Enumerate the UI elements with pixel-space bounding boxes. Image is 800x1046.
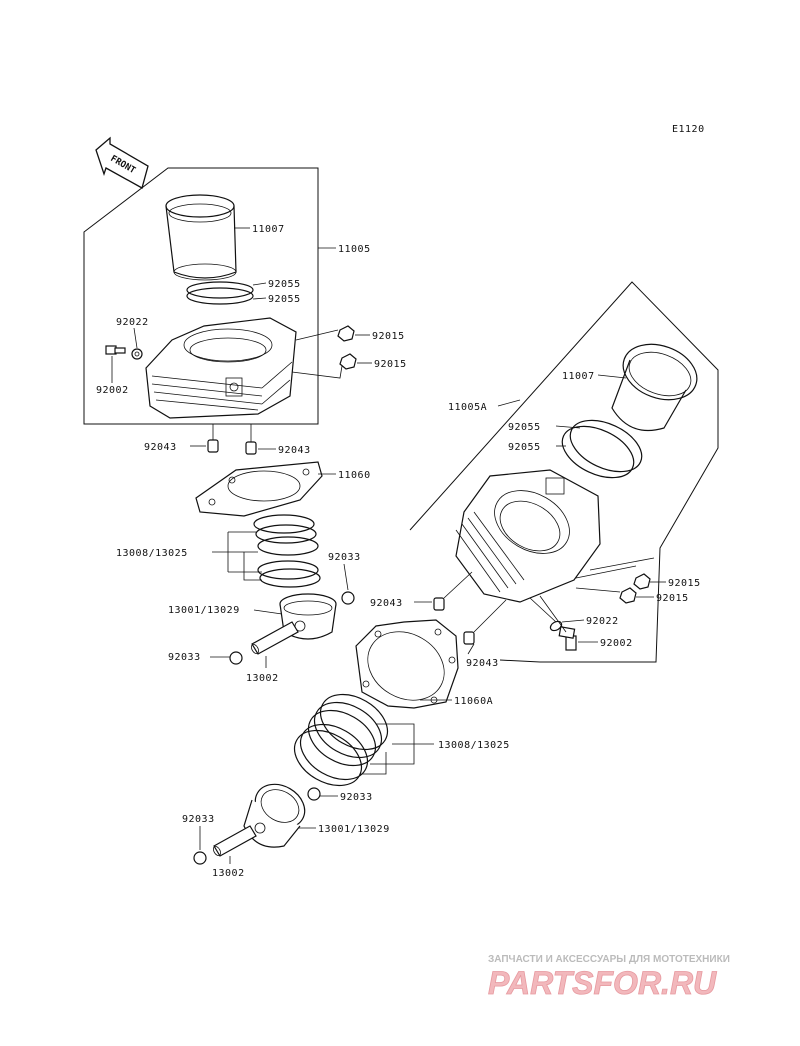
label-11060: 11060 (338, 470, 371, 481)
cylinder-sleeve-left (165, 194, 237, 281)
label-92015-d: 92015 (656, 593, 689, 604)
base-gasket-right (355, 619, 459, 709)
label-13002-a: 13002 (246, 673, 279, 684)
label-92043-c: 92043 (370, 598, 403, 609)
cylinder-assembly-frame-left (83, 167, 319, 425)
label-92015-c: 92015 (668, 578, 701, 589)
label-92022-a: 92022 (116, 317, 149, 328)
piston-right (243, 783, 306, 848)
label-92015-a: 92015 (372, 331, 405, 342)
dowel-right-1 (433, 597, 445, 611)
label-92002-a: 92002 (96, 385, 129, 396)
label-11060a: 11060A (454, 696, 493, 707)
cylinder-block-right (455, 469, 601, 603)
circlip-left-2 (229, 651, 243, 665)
front-arrow-icon: FRONT (95, 136, 149, 189)
label-92015-b: 92015 (374, 359, 407, 370)
bolt-right (558, 626, 577, 651)
label-92033-a: 92033 (328, 552, 361, 563)
circlip-right-2 (193, 851, 207, 865)
cylinder-assembly-frame-right (409, 281, 719, 663)
watermark-tagline: ЗАПЧАСТИ И АКСЕССУАРЫ ДЛЯ МОТОТЕХНИКИ (488, 954, 730, 965)
label-11007-left: 11007 (252, 224, 285, 235)
nut-left-2 (339, 353, 357, 370)
label-92022-b: 92022 (586, 616, 619, 627)
label-13001-a: 13001/13029 (168, 605, 240, 616)
o-ring-left-2 (186, 287, 254, 305)
piston-pin-right (212, 825, 257, 857)
dowel-right-2 (463, 631, 475, 645)
dowel-left-2 (245, 441, 257, 455)
label-92043-d: 92043 (466, 658, 499, 669)
washer-right (549, 620, 563, 632)
watermark-logo: PARTSFOR.RU (488, 965, 717, 1001)
cylinder-sleeve-right (611, 343, 698, 432)
nut-left-1 (337, 325, 355, 342)
label-13002-b: 13002 (212, 868, 245, 879)
label-11005a: 11005A (448, 402, 487, 413)
nut-right-1 (633, 573, 651, 590)
dowel-left-1 (207, 439, 219, 453)
label-92043-a: 92043 (144, 442, 177, 453)
label-92033-b: 92033 (168, 652, 201, 663)
label-92055-b: 92055 (268, 294, 301, 305)
label-92055-d: 92055 (508, 442, 541, 453)
label-92033-c: 92033 (340, 792, 373, 803)
nut-right-2 (619, 587, 637, 604)
label-11005: 11005 (338, 244, 371, 255)
circlip-right-1 (307, 787, 321, 801)
o-ring-left-1 (186, 281, 254, 299)
o-ring-right-1 (569, 419, 643, 473)
piston-pin-left (250, 621, 299, 655)
piston-rings-left (253, 514, 321, 588)
bolt-left (105, 345, 126, 355)
circlip-left-1 (341, 591, 355, 605)
piston-rings-right (293, 693, 389, 787)
label-92043-b: 92043 (278, 445, 311, 456)
o-ring-right-2 (561, 425, 635, 479)
label-92055-a: 92055 (268, 279, 301, 290)
label-13001-b: 13001/13029 (318, 824, 390, 835)
label-92033-d: 92033 (182, 814, 215, 825)
label-92055-c: 92055 (508, 422, 541, 433)
label-92002-b: 92002 (600, 638, 633, 649)
diagram-code: E1120 (672, 124, 705, 135)
label-13008-a: 13008/13025 (116, 548, 188, 559)
washer-left (131, 348, 143, 360)
base-gasket-left (195, 461, 323, 517)
label-13008-b: 13008/13025 (438, 740, 510, 751)
cylinder-block-left (145, 317, 297, 419)
label-11007-right: 11007 (562, 371, 595, 382)
